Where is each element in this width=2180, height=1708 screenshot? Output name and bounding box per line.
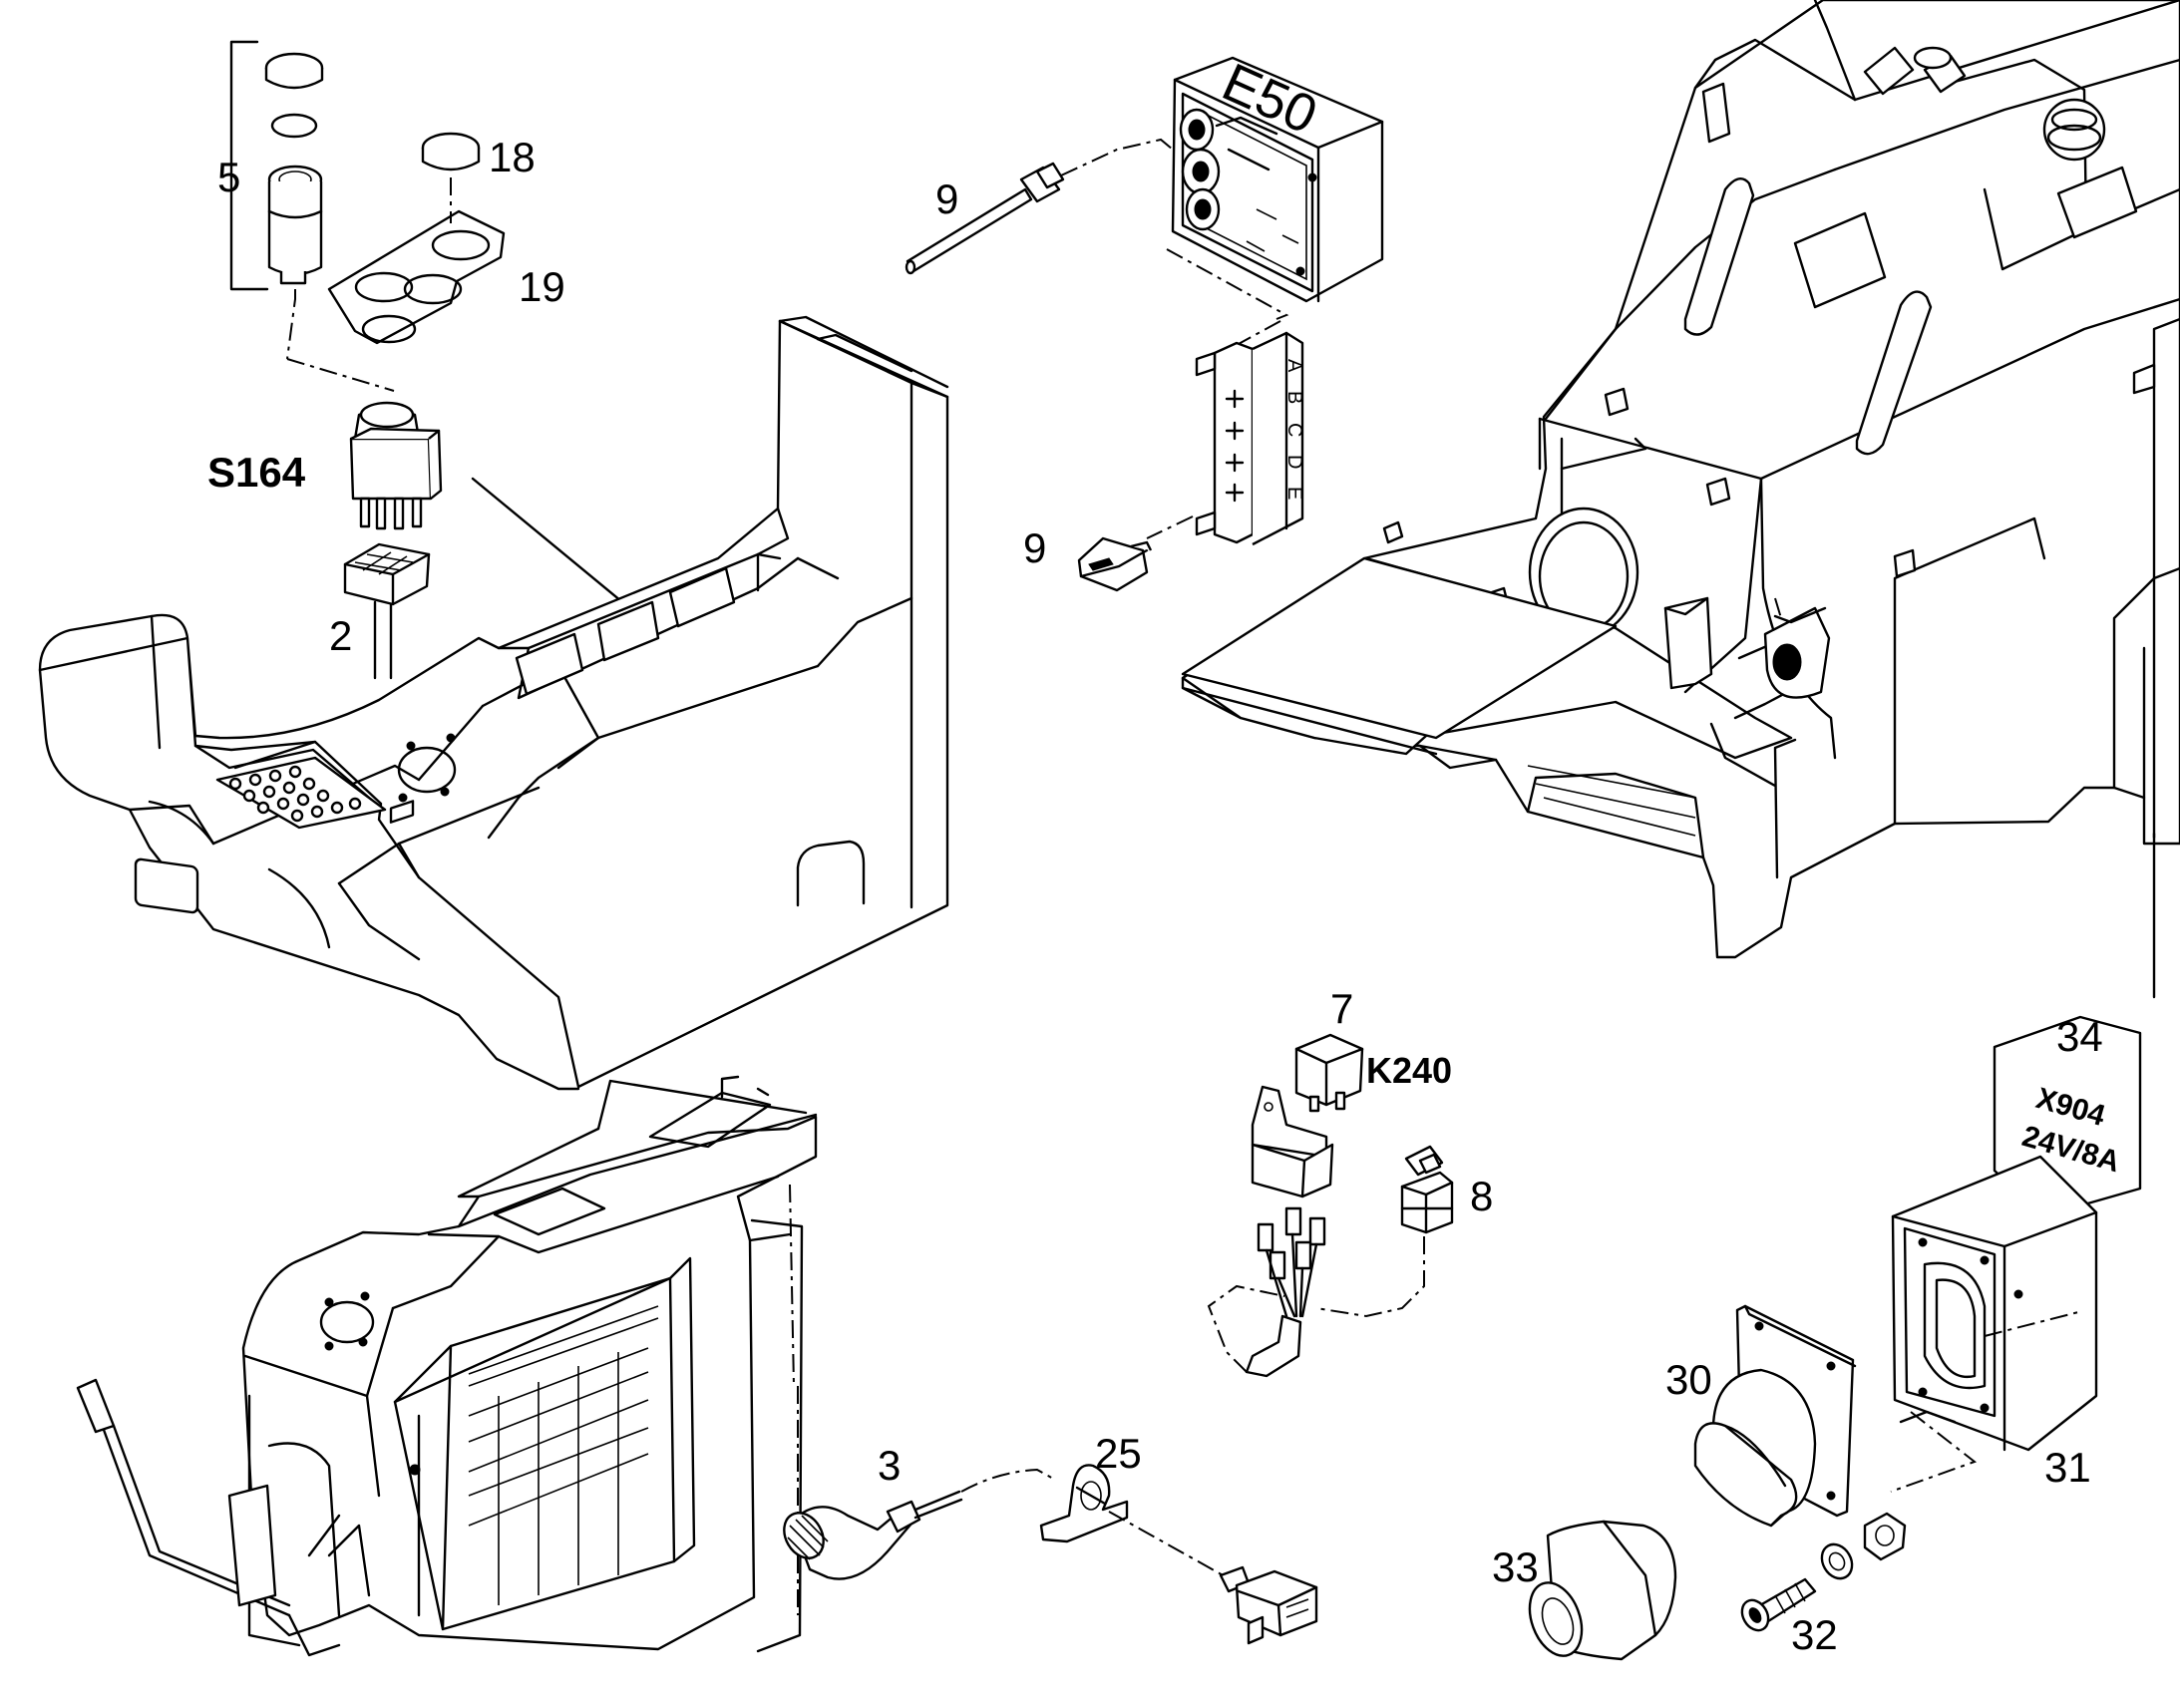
terminal-crosses	[1225, 389, 1245, 503]
part-E50-junction-box	[1166, 56, 1384, 346]
part-32-bolt-washer-nut	[1740, 1512, 1907, 1632]
vehicle-frame-upper	[1181, 0, 2180, 999]
terminal-letter: A	[1283, 359, 1305, 373]
part-K240-relay	[1294, 1033, 1364, 1113]
part-terminal-strip: A B C D E	[1146, 331, 1305, 546]
callout-5: 5	[217, 154, 240, 200]
callout-S164: S164	[207, 449, 306, 496]
terminal-letter: E	[1283, 487, 1305, 500]
operator-console-lower	[76, 1075, 818, 1657]
callout-9-upper: 9	[935, 175, 958, 222]
part-bottom-plug	[1219, 1565, 1318, 1645]
callout-K240: K240	[1366, 1050, 1452, 1091]
operator-console-upper	[38, 315, 949, 1091]
callout-19: 19	[519, 263, 565, 310]
callout-18: 18	[489, 134, 536, 180]
terminal-letters: A B C D E	[1283, 359, 1305, 500]
harness-terminals	[1257, 1206, 1326, 1280]
part-9-cable-gland	[905, 138, 1174, 275]
callout-25: 25	[1095, 1430, 1142, 1477]
callout-2: 2	[329, 612, 352, 659]
part-7-relay-holder	[1251, 1085, 1334, 1198]
callout-31: 31	[2044, 1444, 2091, 1491]
callout-8: 8	[1470, 1173, 1493, 1219]
part-25-clamp	[1039, 1464, 1228, 1578]
callout-32: 32	[1791, 1611, 1838, 1658]
part-30-socket	[1693, 1304, 1857, 1528]
terminal-letter: C	[1283, 423, 1305, 437]
part-33-plug-cap	[1528, 1520, 1677, 1661]
terminal-letter: D	[1283, 455, 1305, 469]
part-31-housing	[1890, 1155, 2098, 1493]
part-8-harness	[1207, 1145, 1454, 1378]
step-perforations	[228, 765, 362, 823]
callout-30: 30	[1665, 1356, 1712, 1403]
part-2-connector	[343, 542, 431, 680]
callout-3: 3	[878, 1442, 901, 1489]
part-5-socket-assembly	[229, 40, 324, 291]
part-9-fuse	[1077, 536, 1153, 592]
part-3-elbow-connector	[783, 1468, 1056, 1580]
part-19-mounting-plate	[286, 177, 506, 392]
callout-34: 34	[2056, 1013, 2103, 1060]
callout-9-lower: 9	[1023, 524, 1046, 571]
callout-33: 33	[1492, 1543, 1539, 1590]
terminal-letter: B	[1283, 391, 1305, 404]
callout-7: 7	[1330, 985, 1353, 1032]
part-18-cap	[421, 132, 481, 171]
